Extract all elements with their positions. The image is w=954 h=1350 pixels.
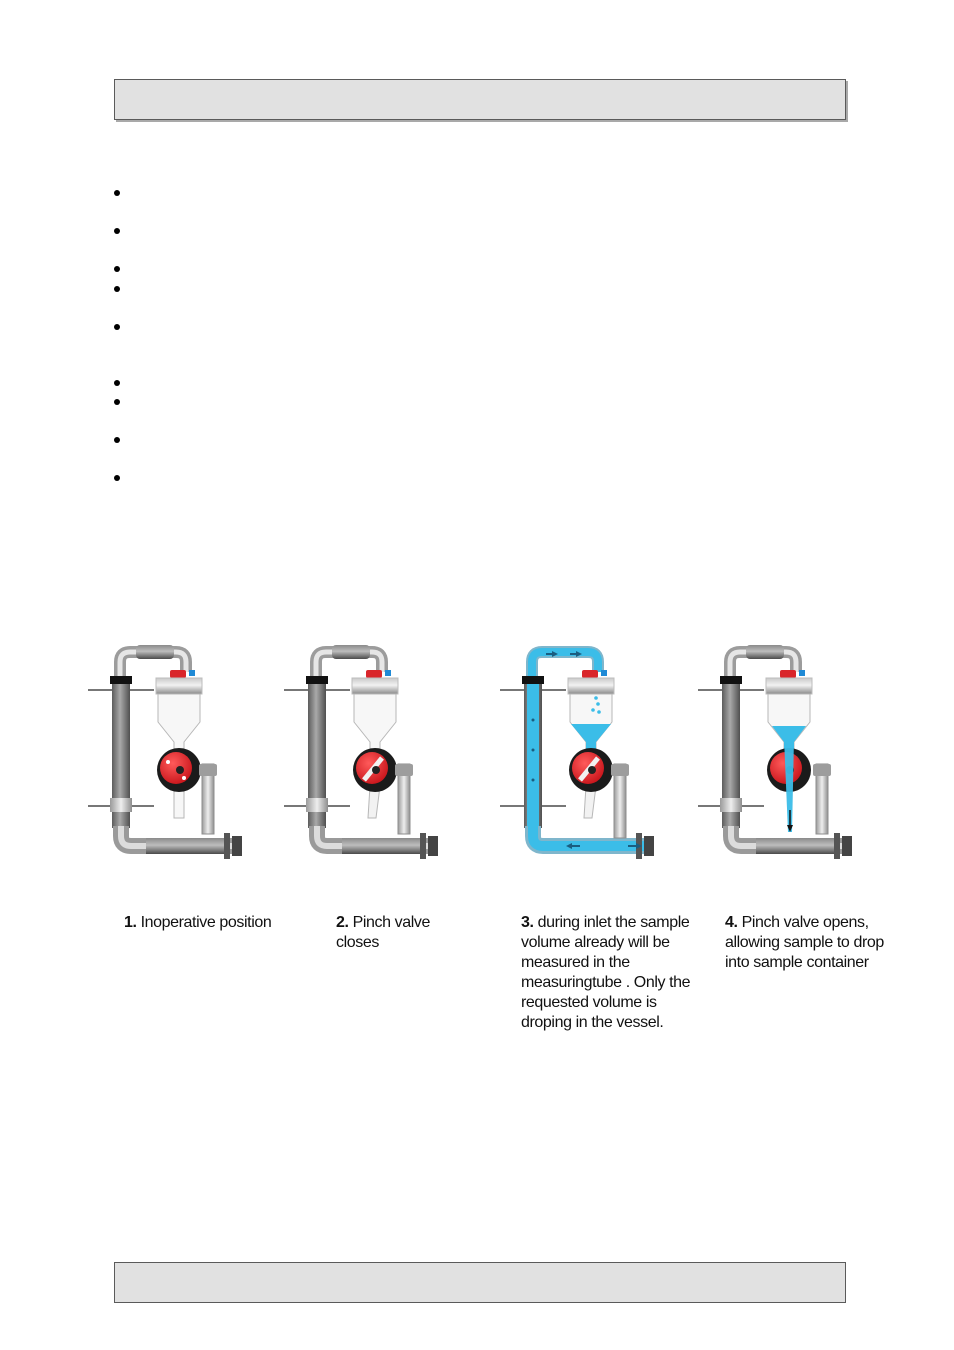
caption-step-1: 1. Inoperative position: [124, 913, 304, 933]
step-text: Pinch valve opens, allowing sample to dr…: [725, 914, 884, 971]
step-number: 2.: [336, 914, 349, 931]
footer-box: [114, 1262, 846, 1303]
bullet-6: [114, 380, 120, 386]
caption-step-3: 3. during inlet the sample volume alread…: [521, 913, 701, 1033]
step-text: Pinch valve closes: [336, 914, 431, 951]
caption-step-2: 2. Pinch valve closes: [336, 913, 454, 953]
step-number: 3.: [521, 914, 534, 931]
caption-step-4: 4. Pinch valve opens, allowing sample to…: [725, 913, 905, 973]
sampler-drawing: [500, 646, 654, 859]
sample-stream: [784, 738, 794, 832]
bullet-2: [114, 228, 120, 234]
sampler-drawing: [284, 645, 438, 859]
step-text: Inoperative position: [136, 914, 272, 931]
header-box: [114, 79, 846, 120]
diagram-valve-opens: [694, 640, 864, 870]
diagram-inlet-measuring: [496, 640, 666, 870]
bullet-4: [114, 286, 120, 292]
bullet-5: [114, 324, 120, 330]
bullet-1: [114, 190, 120, 196]
diagram-inoperative: [84, 640, 254, 870]
bullet-3: [114, 266, 120, 272]
step-number: 1.: [124, 914, 137, 931]
sampler-drawing: [88, 645, 242, 859]
sampler-drawing: [698, 645, 852, 859]
diagram-valve-closes: [280, 640, 450, 870]
step-text: during inlet the sample volume already w…: [521, 914, 691, 1031]
step-number: 4.: [725, 914, 738, 931]
bullet-9: [114, 475, 120, 481]
bullet-8: [114, 437, 120, 443]
bullet-7: [114, 399, 120, 405]
